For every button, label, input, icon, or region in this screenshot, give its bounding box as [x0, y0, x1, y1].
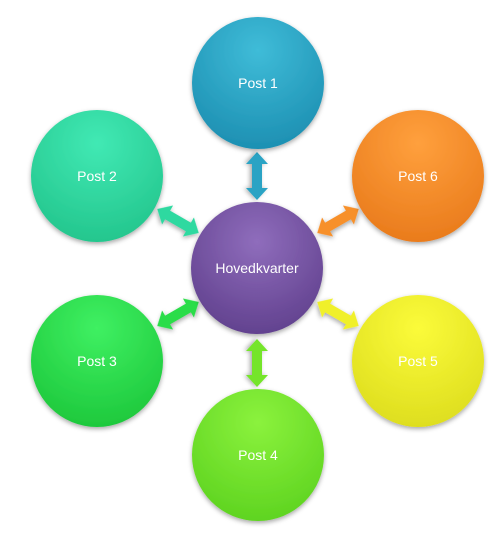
- post-node-2: Post 2: [31, 110, 163, 242]
- connectors: [157, 152, 359, 387]
- post-label-4: Post 4: [238, 447, 278, 463]
- arrow-center-post6: [317, 205, 359, 237]
- post-node-4: Post 4: [192, 389, 324, 521]
- post-label-5: Post 5: [398, 353, 438, 369]
- arrow-center-post3: [157, 298, 199, 330]
- arrow-center-post5: [317, 298, 359, 330]
- arrow-center-post4: [246, 339, 268, 387]
- arrow-center-post2: [157, 205, 199, 237]
- center-label: Hovedkvarter: [215, 260, 299, 276]
- center-node: Hovedkvarter: [191, 202, 323, 334]
- post-node-6: Post 6: [352, 110, 484, 242]
- post-label-6: Post 6: [398, 168, 438, 184]
- post-label-2: Post 2: [77, 168, 117, 184]
- post-node-1: Post 1: [192, 17, 324, 149]
- post-label-3: Post 3: [77, 353, 117, 369]
- post-node-5: Post 5: [352, 295, 484, 427]
- post-label-1: Post 1: [238, 75, 278, 91]
- post-node-3: Post 3: [31, 295, 163, 427]
- arrow-center-post1: [246, 152, 268, 200]
